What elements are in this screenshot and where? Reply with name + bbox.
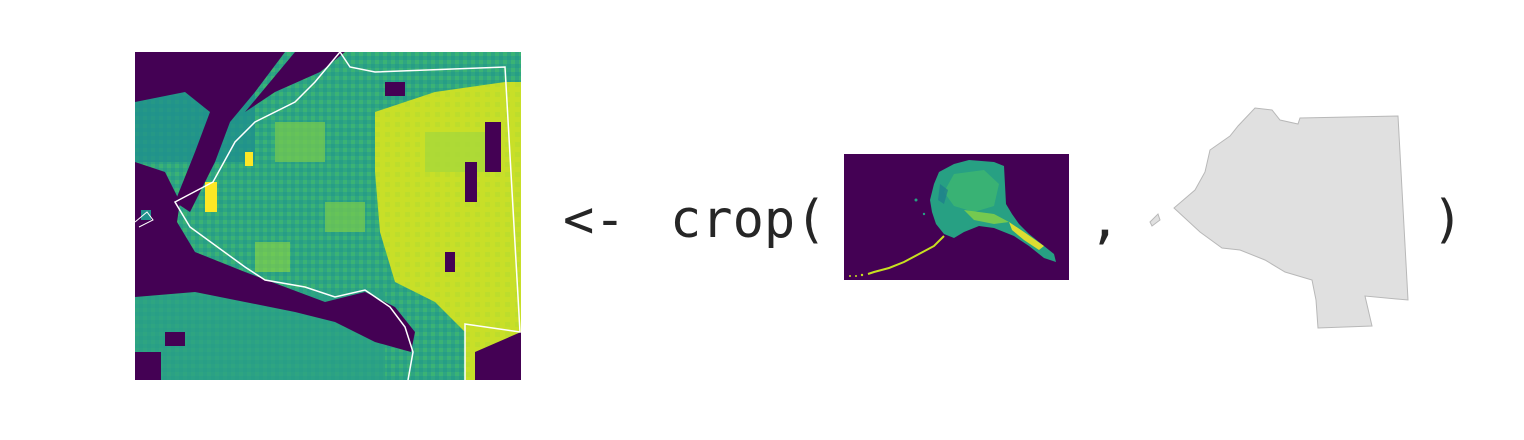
closing-paren: ) <box>1432 190 1464 250</box>
assignment-operator: <- <box>563 190 626 250</box>
crop-function-call: crop( <box>670 190 827 250</box>
raster-water-inlet <box>135 162 415 352</box>
raster-water-channel-upper <box>135 52 285 212</box>
polygon-fragment <box>1149 213 1161 227</box>
polygon-main <box>1173 107 1409 329</box>
aleutian-islands <box>867 235 945 275</box>
source-raster-alaska <box>844 154 1069 280</box>
argument-separator: , <box>1089 190 1121 250</box>
crop-polygon-shape <box>1140 100 1415 335</box>
cropped-raster-result <box>135 52 521 380</box>
crop-boundary-line <box>173 52 414 380</box>
